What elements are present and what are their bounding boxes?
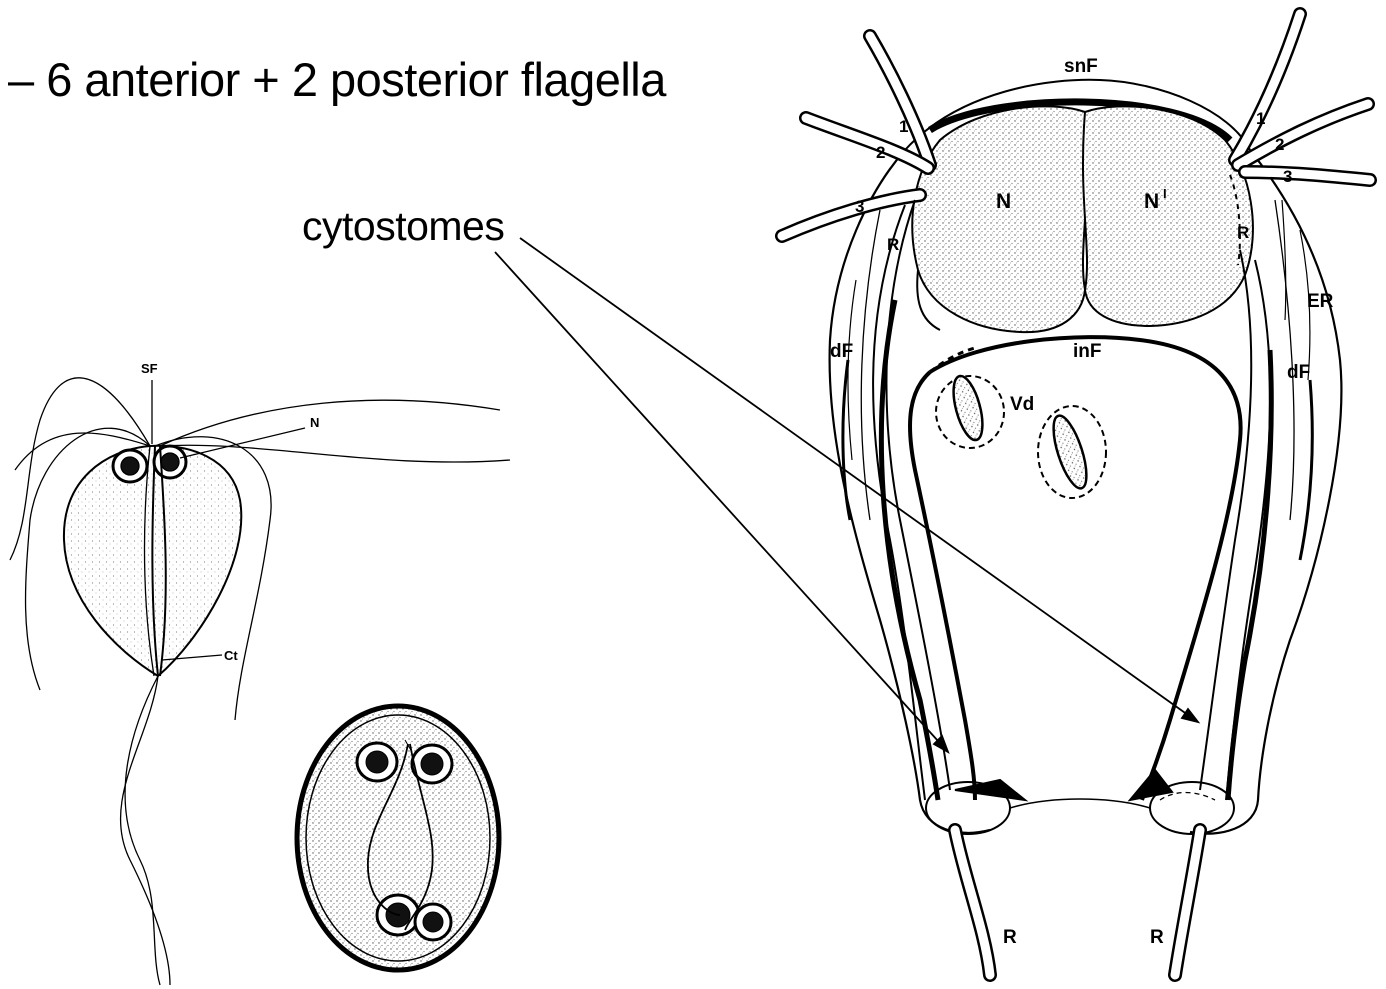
pointer-line-right <box>520 238 1195 720</box>
pointer-line-left <box>495 252 948 752</box>
pointer-arrowhead-right <box>1182 709 1198 722</box>
label-flagellum-2-right: 2 <box>1275 135 1284 154</box>
label-ct: Ct <box>224 648 238 663</box>
label-df-left: dF <box>830 341 853 362</box>
label-r-upper-left: R <box>887 235 899 254</box>
label-nucleus-right: N <box>1144 190 1159 213</box>
label-flagellum-3-right: 3 <box>1283 167 1292 186</box>
label-r-upper-right: R <box>1237 223 1249 242</box>
label-snf: snF <box>1064 56 1098 77</box>
label-r-lower-right: R <box>1150 927 1164 948</box>
label-vd: Vd <box>1010 394 1034 415</box>
label-df-right: dF <box>1287 362 1310 383</box>
label-inf: inF <box>1073 341 1102 362</box>
nucleus-left <box>912 106 1087 332</box>
label-flagellum-2-left: 2 <box>876 143 885 162</box>
label-sf: SF <box>141 361 158 376</box>
label-nucleus-left: N <box>996 190 1011 213</box>
label-trophozoite-n: N <box>310 415 319 430</box>
label-flagellum-1-right: 1 <box>1256 109 1265 128</box>
label-flagellum-1-left: 1 <box>899 117 908 136</box>
label-r-lower-left: R <box>1003 927 1017 948</box>
label-flagellum-3-left: 3 <box>855 197 864 216</box>
cross-section-diagram <box>782 14 1370 975</box>
label-er: ER <box>1307 291 1334 312</box>
cyst-drawing <box>297 706 499 970</box>
label-nucleus-right-mark: I <box>1163 186 1167 201</box>
